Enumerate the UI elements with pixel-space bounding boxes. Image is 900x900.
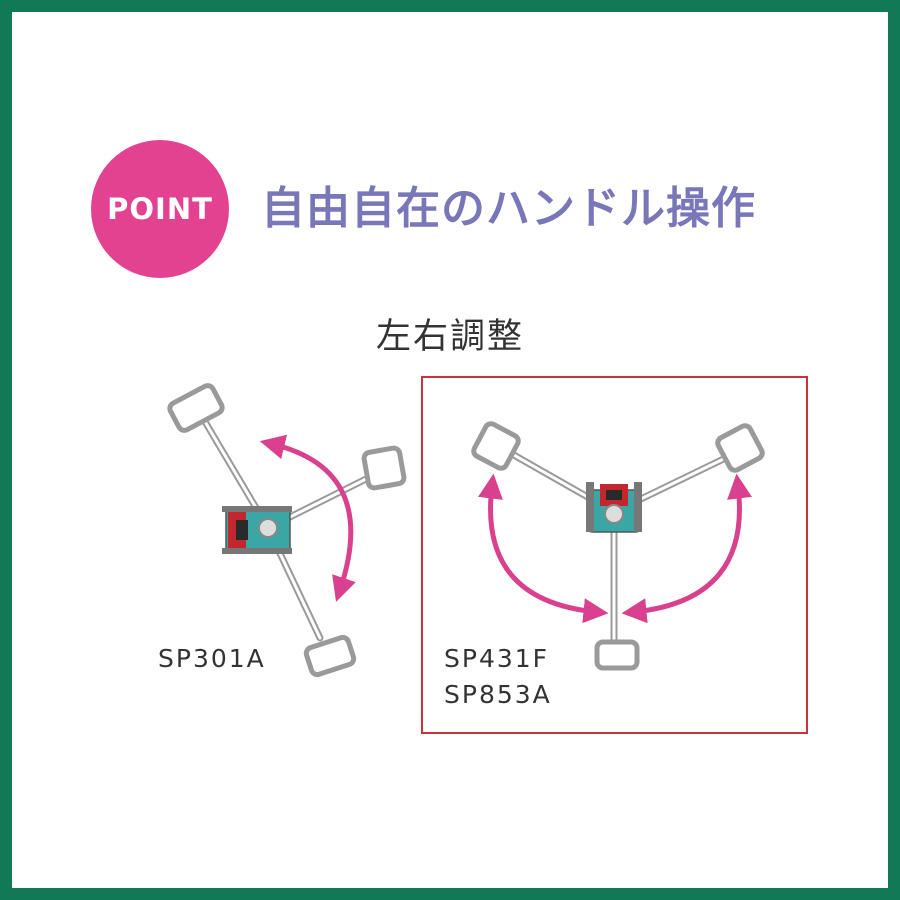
point-badge: POINT [91,140,229,278]
page-title: 自由自在のハンドル操作 [261,183,756,234]
handle-grip-right [715,423,765,473]
machine-body [586,482,642,533]
handle-grip-left [471,421,521,471]
handle-shaft [501,446,742,652]
handle-grip-bottom [303,634,357,678]
section-subheading: 左右調整 [375,317,524,357]
machine-sp431f-sp853a [471,421,765,671]
highlight-box [421,376,808,734]
handle-grip-top [167,383,225,433]
model-label-sp431f: SP431F [444,644,550,673]
handle-grip-bottom [594,639,640,671]
machine-sp301a [167,383,407,678]
machine-body [222,506,292,554]
swing-arrow [259,434,356,602]
model-label-sp853a: SP853A [444,680,552,709]
swing-arrow-right [621,473,752,624]
handle-grip-right [361,445,407,491]
point-badge-label: POINT [107,192,213,226]
model-label-sp301a: SP301A [158,644,266,673]
swing-arrow-left [478,473,609,624]
